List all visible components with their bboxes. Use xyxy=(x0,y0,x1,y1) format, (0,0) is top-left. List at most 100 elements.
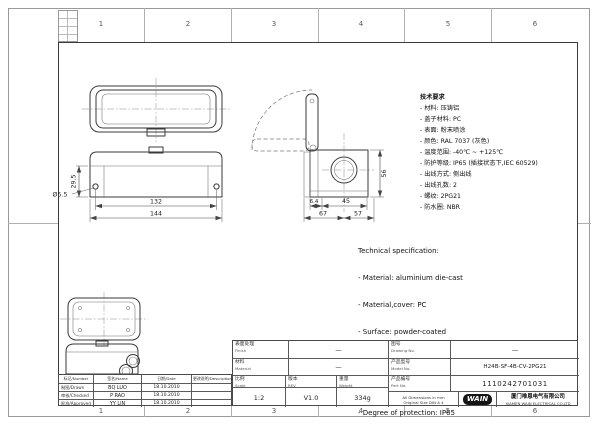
grid-number-bottom: 2 xyxy=(185,407,191,415)
dimension-note: All Dimensions in mm Original Size DIN A… xyxy=(388,391,458,407)
latch xyxy=(146,128,166,137)
title-block: 表面处理 Finish — 材料 Material — 比例 Scale 版本 … xyxy=(232,340,579,407)
wain-logo: WAIN xyxy=(462,394,493,405)
mounting-hole xyxy=(213,183,220,190)
hinge xyxy=(309,144,317,152)
cover-screw xyxy=(78,306,82,310)
company-logo-cell: WAIN xyxy=(458,391,496,407)
scale-label: 比例 Scale xyxy=(233,375,285,387)
drawing-no-value: — xyxy=(450,341,579,358)
grid-number-top: 6 xyxy=(532,20,538,28)
grid-number-bottom: 1 xyxy=(98,407,104,415)
grid-tick xyxy=(491,8,492,42)
svg-text:56: 56 xyxy=(381,169,388,177)
grid-number-top: 2 xyxy=(185,20,191,28)
scale-value: 1:2 xyxy=(233,387,285,407)
rev-empty-cell xyxy=(191,383,233,391)
rev-header-date: 日期/Date xyxy=(141,375,191,383)
dim-side-depth: 67 57 xyxy=(303,198,375,222)
finish-value: — xyxy=(288,341,388,358)
detail-top-view xyxy=(60,292,148,346)
grid-number-bottom: 3 xyxy=(271,407,277,415)
approved-name: YY LIN xyxy=(93,399,141,407)
drawn-name: BQ LUO xyxy=(93,383,141,391)
grid-tick xyxy=(404,8,405,42)
grid-tick xyxy=(318,8,319,42)
revision-table: 标记/Number 签名/Name 日期/Date 更改说明/Descripti… xyxy=(58,374,233,407)
dim-side-height: 56 xyxy=(370,149,388,198)
svg-text:Ø5.5: Ø5.5 xyxy=(53,191,68,199)
dim-front-outer-width: 144 xyxy=(89,199,223,222)
drawn-date: 18.10.2010 xyxy=(141,383,191,391)
grid-tick xyxy=(144,8,145,42)
checked-label: 审核/Checked xyxy=(59,391,93,399)
grid-number-bottom: 6 xyxy=(532,407,538,415)
approved-label: 批准/Approved xyxy=(59,399,93,407)
part-no-value: 1110242701031 xyxy=(450,375,579,391)
grid-number-bottom: 4 xyxy=(358,407,364,415)
rev-value: V1.0 xyxy=(285,387,336,407)
top-view xyxy=(82,78,230,142)
sheet-outer-border xyxy=(8,8,590,417)
drawing-no-label: 图号 Drawing No. xyxy=(388,341,450,358)
material-label: 材料 Material xyxy=(233,358,288,375)
rev-empty-cell xyxy=(191,399,233,407)
specs-en-title: Technical specification: xyxy=(358,247,439,255)
center-mark xyxy=(578,223,591,224)
rev-empty-cell xyxy=(191,391,233,399)
cover-screw xyxy=(78,328,82,332)
front-view xyxy=(89,146,223,198)
technical-requirements-cn: 技术要求 - 材料: 压铸铝 - 盖子材料: PC - 表面: 粉末喷涂 - 颜… xyxy=(420,92,578,213)
rev-label: 版本 REV xyxy=(285,375,336,387)
grid-tick xyxy=(144,406,145,417)
detail-front-view xyxy=(65,340,140,378)
model-no-label: 产品型号 Model No. xyxy=(388,358,450,375)
company-info: 厦门唯恩电气有限公司 XIAMEN WAIN ELECTRICAL CO.LTD xyxy=(496,391,579,407)
company-name-en: XIAMEN WAIN ELECTRICAL CO.LTD xyxy=(505,401,571,406)
svg-text:67: 67 xyxy=(319,211,327,218)
checked-date: 18.10.2010 xyxy=(141,391,191,399)
specs-cn-title: 技术要求 xyxy=(420,94,445,101)
grid-tick xyxy=(404,406,405,417)
cover-screw xyxy=(126,306,130,310)
side-view xyxy=(303,93,374,212)
rev-header-desc: 更改说明/Description xyxy=(191,375,233,383)
grid-tick xyxy=(491,406,492,417)
grid-tick xyxy=(231,8,232,42)
grid-number-top: 4 xyxy=(358,20,364,28)
weight-value: 334g xyxy=(336,387,388,407)
mounting-hole xyxy=(92,183,99,190)
center-mark xyxy=(8,223,58,224)
cover-swing-arc xyxy=(251,89,313,152)
finish-label: 表面处理 Finish xyxy=(235,342,255,353)
grid-number-bottom: 5 xyxy=(445,407,451,415)
svg-text:29.5: 29.5 xyxy=(71,174,78,188)
rev-header-sign: 签名/Name xyxy=(93,375,141,383)
drawn-label: 制图/Drawn xyxy=(59,383,93,391)
grid-tick xyxy=(231,406,232,417)
dim-side-segments: 6.4 45 xyxy=(310,198,368,210)
dim-front-inner-width: 132 xyxy=(95,190,217,210)
material-value: — xyxy=(288,358,388,375)
svg-text:132: 132 xyxy=(150,199,162,206)
dim-hole-diameter: Ø5.5 xyxy=(53,187,94,199)
svg-text:6.4: 6.4 xyxy=(310,199,319,205)
checked-name: P RAO xyxy=(93,391,141,399)
latch xyxy=(95,340,109,347)
model-no-value: H24B-SF-4B-CV-2PG21 xyxy=(450,358,579,375)
weight-label: 重量 Weight xyxy=(336,375,388,387)
svg-text:57: 57 xyxy=(354,211,362,218)
grid-tick xyxy=(318,406,319,417)
grid-number-top: 3 xyxy=(271,20,277,28)
part-no-label: 产品编号 Part No. xyxy=(388,375,450,391)
company-name-cn: 厦门唯恩电气有限公司 xyxy=(511,394,565,400)
grid-number-top: 1 xyxy=(98,20,104,28)
latch xyxy=(148,146,164,154)
cable-gland xyxy=(126,354,140,368)
mounting-flange xyxy=(303,151,311,198)
approved-date: 18.10.2010 xyxy=(141,399,191,407)
dim-front-height: 29.5 xyxy=(71,165,88,198)
grid-number-top: 5 xyxy=(445,20,451,28)
rev-header-mark: 标记/Number xyxy=(63,376,89,381)
